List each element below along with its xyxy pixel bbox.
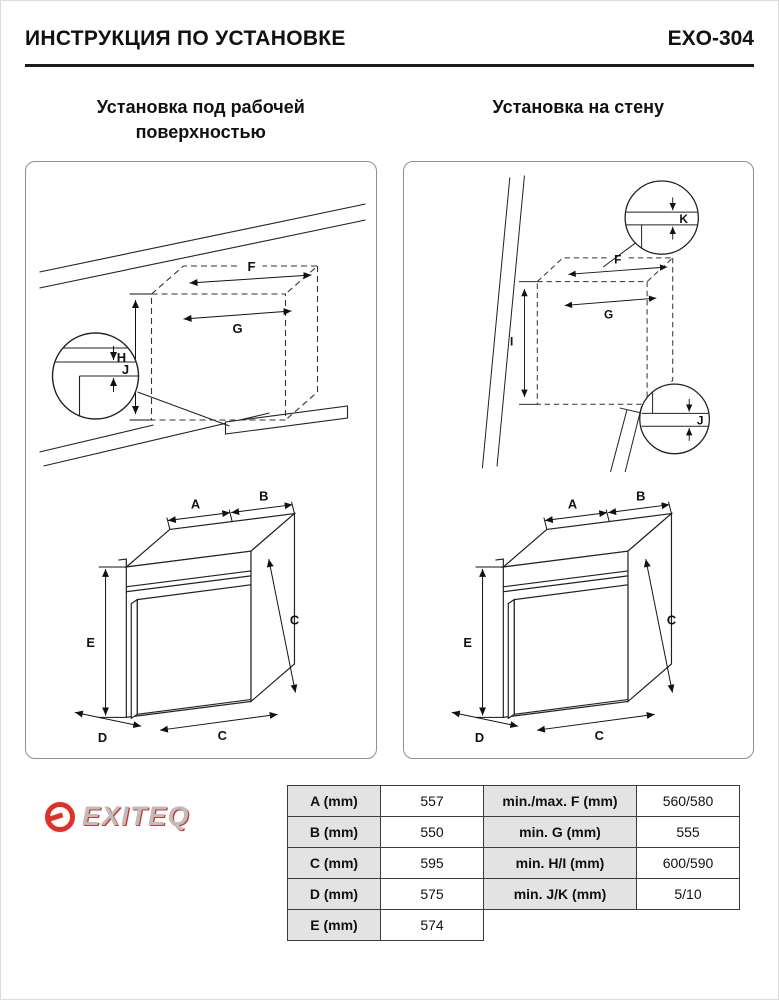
dim-name: min./max. F (mm) [483,785,637,818]
table-row-d-jk: D (mm) 575 min. J/K (mm) 5/10 [287,878,740,911]
dim-label-d: D [475,730,484,745]
dim-value: 5/10 [636,878,740,911]
dim-label-e: E [464,635,473,650]
exiteq-logo-text: EXITEQ [82,801,191,832]
wall-oven-drawing: A B E C D C [452,489,676,745]
dimensions-table: A (mm) 557 min./max. F (mm) 560/580 B (m… [287,785,740,942]
dim-label-g: G [604,308,613,322]
dim-label-h: H [117,350,126,365]
dim-label-e: E [86,635,95,650]
dim-label-a: A [191,497,200,512]
dim-label-f: F [614,253,621,267]
dim-value: 557 [380,785,484,818]
table-row-e: E (mm) 574 [287,909,740,942]
dim-label-f: F [247,259,255,274]
panel-under-worktop: F G H J [25,161,377,760]
model-number: EXO-304 [667,27,754,50]
panel-wall: F G I K J [402,161,754,760]
dim-name: min. J/K (mm) [483,878,637,911]
exiteq-logo-icon [45,801,75,832]
dim-name: D (mm) [287,878,381,911]
section-title-line2: поверхностью [135,122,266,143]
exiteq-logo: EXITEQ [45,801,190,832]
footer: EXITEQ A (mm) 557 min./max. F (mm) 560/5… [25,785,754,942]
wall-niche-drawing: F G I K J [482,175,711,473]
page-header: ИНСТРУКЦИЯ ПО УСТАНОВКЕ EXO-304 [25,27,754,51]
dim-value: 555 [636,816,740,849]
dim-value: 574 [380,909,484,942]
dim-name: min. G (mm) [483,816,637,849]
section-title-line1: Установка под рабочей [96,97,305,117]
dim-label-b: B [259,489,268,504]
under-worktop-niche-drawing: F G H J [39,203,366,467]
section-title-wall: Установка на стену [492,97,664,117]
dim-value: 600/590 [636,847,740,880]
under-worktop-oven-drawing: A B E C D C [74,489,299,745]
dim-label-g: G [232,321,242,336]
dim-label-a: A [568,497,577,512]
dim-label-c-bottom: C [217,728,226,743]
dim-value: 550 [380,816,484,849]
page-title: ИНСТРУКЦИЯ ПО УСТАНОВКЕ [25,27,346,50]
table-row-c-hi: C (mm) 595 min. H/I (mm) 600/590 [287,847,740,880]
dim-label-i: I [510,335,513,349]
exiteq-logo-icon-bar [45,812,64,823]
diagram-panels: F G H J [25,161,754,760]
table-row-a-f: A (mm) 557 min./max. F (mm) 560/580 [287,785,740,818]
dim-label-k: K [680,212,689,226]
table-empty-cell [484,910,740,941]
dim-label-b: B [636,489,645,504]
dim-label-j: J [122,362,129,377]
section-title-under-worktop: Установка под рабочей поверхностью [25,95,377,145]
dim-label-d: D [98,730,107,745]
dim-name: A (mm) [287,785,381,818]
dim-name: C (mm) [287,847,381,880]
section-titles: Установка под рабочей поверхностью Устан… [25,95,754,145]
dim-value: 575 [380,878,484,911]
dim-name: E (mm) [287,909,381,942]
dim-value: 560/580 [636,785,740,818]
dim-label-c-bottom: C [595,728,604,743]
dim-label-j: J [697,414,704,428]
table-row-b-g: B (mm) 550 min. G (mm) 555 [287,816,740,849]
dim-label-c-side: C [290,613,299,628]
dim-label-c-side: C [667,613,676,628]
dim-name: min. H/I (mm) [483,847,637,880]
header-rule [25,64,754,67]
dim-value: 595 [380,847,484,880]
dim-name: B (mm) [287,816,381,849]
